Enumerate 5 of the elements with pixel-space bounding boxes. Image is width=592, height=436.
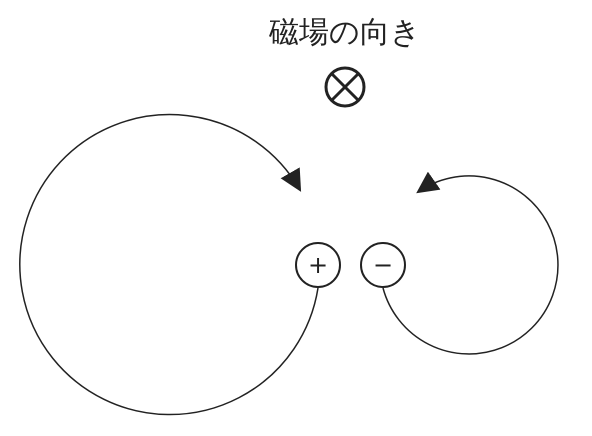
trajectory-arrow xyxy=(19,114,319,416)
field-direction-label: 磁場の向き xyxy=(269,14,421,52)
trajectory-arrow xyxy=(382,172,559,355)
charge-particle: + xyxy=(295,242,341,288)
charge-particle: − xyxy=(360,242,406,288)
